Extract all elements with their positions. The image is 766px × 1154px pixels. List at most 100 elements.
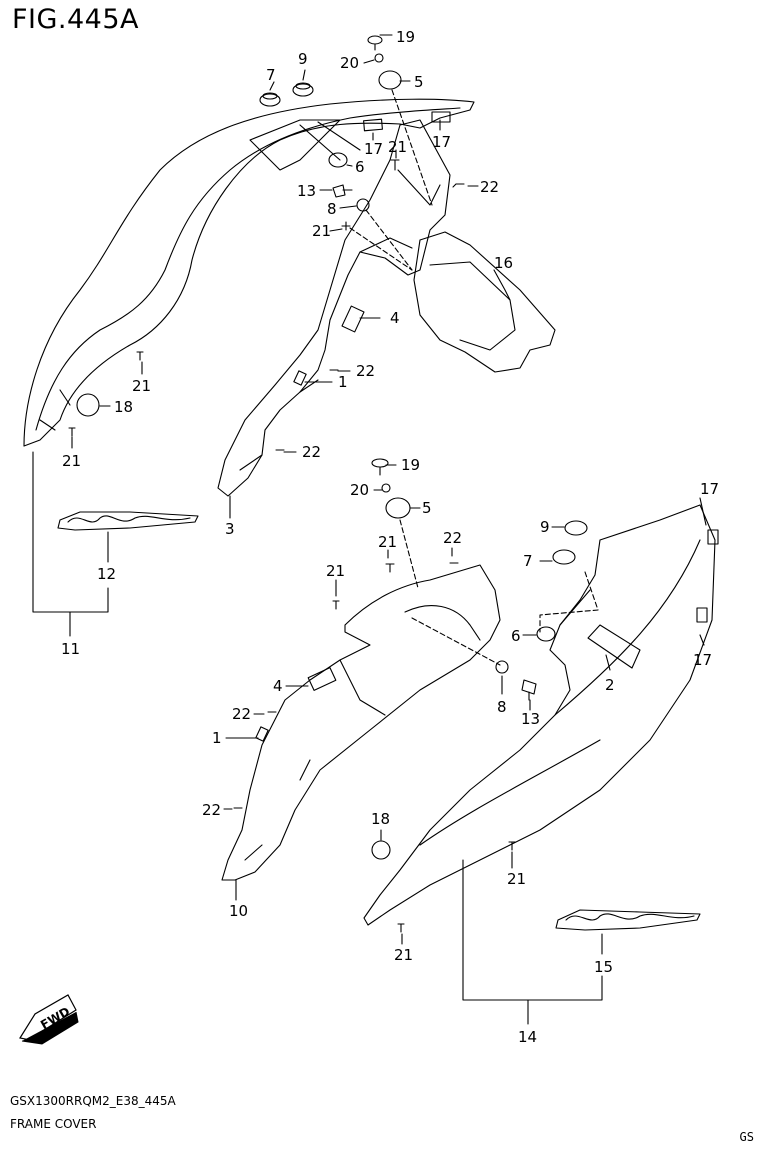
part-7-grommet-b	[552, 549, 576, 565]
callout-1: 1	[338, 373, 348, 391]
part-21-rivet-c	[136, 351, 144, 361]
frame-cover-outer-right-inner-edge	[419, 539, 701, 846]
callout-12: 12	[97, 565, 116, 583]
callout-labels: 19 20 5 7 9 17 17 21 6 13 22 8 21 16 4 2…	[61, 28, 719, 1046]
callout-18: 18	[114, 398, 133, 416]
part-17-sticker-b	[431, 111, 451, 123]
callout-18: 18	[371, 810, 390, 828]
callout-6: 6	[355, 158, 365, 176]
part-21-rivet-h	[397, 923, 405, 933]
assembly-lines-upper	[349, 89, 433, 271]
part-9-grommet-b	[564, 520, 588, 536]
part-8-nut-b	[495, 660, 509, 674]
callout-21: 21	[62, 452, 81, 470]
part-1-pad-b	[255, 726, 269, 742]
callout-22: 22	[232, 705, 251, 723]
callout-20: 20	[350, 481, 369, 499]
part-6-grommet-a	[328, 152, 348, 168]
callout-17: 17	[700, 480, 719, 498]
part-19-bolt-a	[367, 35, 383, 51]
callout-17: 17	[693, 651, 712, 669]
callout-20: 20	[340, 54, 359, 72]
frame-cover-outer-left-inner-edge	[35, 107, 461, 431]
callout-10: 10	[229, 902, 248, 920]
part-17-sticker-d	[696, 607, 708, 623]
leader-lines-lower	[223, 464, 707, 955]
callout-21: 21	[326, 562, 345, 580]
callout-7: 7	[523, 552, 533, 570]
part-21-rivet-e	[385, 563, 395, 573]
callout-17: 17	[432, 133, 451, 151]
callout-15: 15	[594, 958, 613, 976]
part-21-rivet-f	[332, 600, 340, 610]
part-21-rivet-b	[341, 221, 351, 231]
figure-code: GSX1300RRQM2_E38_445A	[10, 1094, 176, 1108]
heat-shield-detail	[429, 261, 516, 351]
frame-cover-outer-left	[23, 98, 475, 447]
part-19-bolt-b	[371, 458, 389, 476]
part-1-pad-a	[293, 370, 307, 386]
corner-mark: GS	[739, 1130, 754, 1144]
bracket-11	[32, 451, 109, 637]
part-9-grommet-a-top	[295, 82, 311, 90]
callout-17: 17	[364, 140, 383, 158]
callout-21: 21	[507, 870, 526, 888]
figure-name: FRAME COVER	[10, 1117, 97, 1131]
callout-21: 21	[312, 222, 331, 240]
fwd-arrow-icon: FWD	[19, 994, 79, 1045]
callout-9: 9	[540, 518, 550, 536]
part-18-cap-a	[76, 393, 100, 417]
part-20-collar-b	[381, 483, 391, 493]
callout-21: 21	[394, 946, 413, 964]
frame-cover-outer-left-detail	[249, 119, 341, 171]
callout-3: 3	[225, 520, 235, 538]
callout-2: 2	[605, 676, 615, 694]
callout-22: 22	[443, 529, 462, 547]
callout-4: 4	[390, 309, 400, 327]
callout-13: 13	[297, 182, 316, 200]
part-5-cushion-a	[378, 70, 402, 90]
part-4-pad-b	[307, 667, 337, 691]
part-13-screw-b	[521, 679, 537, 701]
frame-cover-inner-left	[217, 119, 451, 497]
callout-21: 21	[132, 377, 151, 395]
part-17-sticker-c	[707, 529, 719, 545]
part-18-cap-b	[371, 840, 391, 860]
callout-9: 9	[298, 50, 308, 68]
frame-cover-inner-right-edge	[244, 605, 481, 861]
part-7-grommet-a	[259, 93, 281, 107]
frame-cover-inner-left-edge	[239, 169, 441, 471]
callout-13: 13	[521, 710, 540, 728]
callout-16: 16	[494, 254, 513, 272]
callout-4: 4	[273, 677, 283, 695]
assembly-lines-lower	[399, 519, 599, 666]
callout-8: 8	[497, 698, 507, 716]
frame-cover-outer-left-rib	[39, 121, 361, 431]
callout-14: 14	[518, 1028, 537, 1046]
part-13-screw-a	[332, 184, 353, 198]
part-21-rivet-g	[508, 841, 516, 851]
part-2-sticker	[587, 624, 641, 669]
callout-19: 19	[401, 456, 420, 474]
callout-5: 5	[414, 73, 424, 91]
callout-6: 6	[511, 627, 521, 645]
callout-1: 1	[212, 729, 222, 747]
leader-lines-upper	[71, 34, 511, 519]
part-21-rivet-a	[390, 159, 400, 171]
bracket-14	[462, 859, 603, 1025]
emblem-badge-12	[57, 511, 199, 531]
callout-5: 5	[422, 499, 432, 517]
emblem-badge-15-script	[565, 913, 695, 921]
part-9-grommet-a	[292, 83, 314, 97]
emblem-badge-12-script	[67, 515, 191, 523]
callout-21: 21	[388, 138, 407, 156]
part-21-rivet-d	[68, 427, 76, 437]
callout-22: 22	[356, 362, 375, 380]
figure-title: FIG.445A	[12, 4, 140, 35]
part-6-grommet-b	[536, 626, 556, 642]
part-5-cushion-b	[385, 497, 411, 519]
callout-8: 8	[327, 200, 337, 218]
part-22-rivet-a	[452, 183, 465, 188]
callout-7: 7	[266, 66, 276, 84]
